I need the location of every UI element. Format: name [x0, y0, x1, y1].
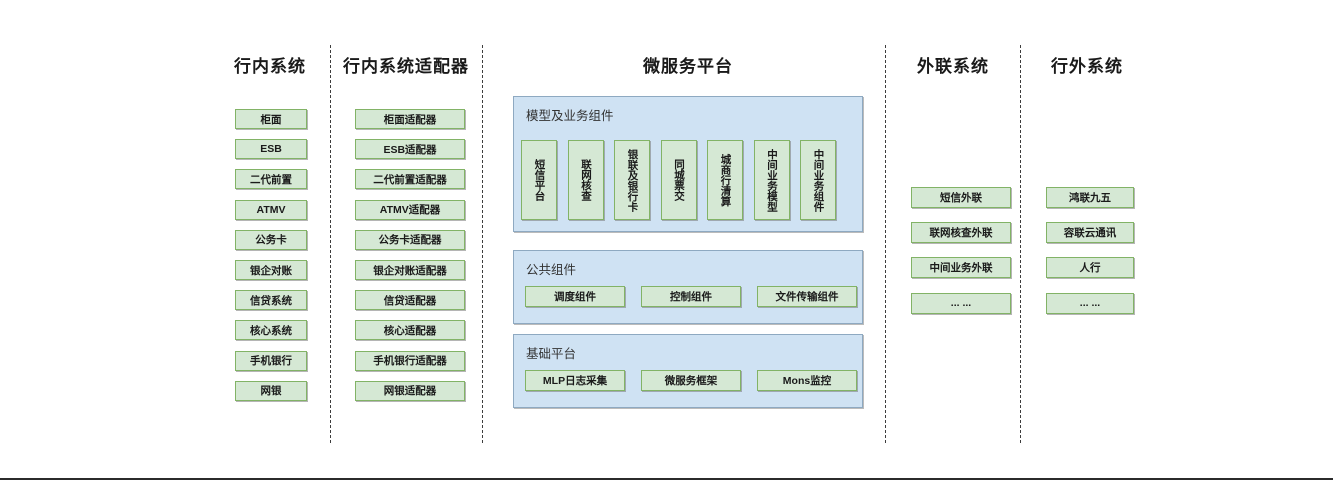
node-inhouse-adapters-4[interactable]: 公务卡适配器 — [355, 229, 465, 250]
node-inhouse-systems-1[interactable]: ESB — [235, 139, 307, 160]
column-divider-1 — [330, 45, 331, 443]
panel-title-base-platform: 基础平台 — [526, 347, 577, 361]
node-inhouse-adapters-8[interactable]: 手机银行适配器 — [355, 350, 465, 371]
node-inhouse-adapters-6[interactable]: 信贷适配器 — [355, 290, 465, 311]
node-inhouse-systems-9[interactable]: 网银 — [235, 380, 307, 401]
node-external-link-systems-0[interactable]: 短信外联 — [911, 187, 1011, 208]
column-divider-4 — [1020, 45, 1021, 443]
column-title-inhouse-adapters: 行内系统适配器 — [343, 57, 469, 76]
node-model-business-components-0[interactable]: 短信平台 — [521, 140, 557, 220]
node-inhouse-adapters-9[interactable]: 网银适配器 — [355, 380, 465, 401]
node-label: 中间业务组件 — [812, 148, 825, 212]
node-public-components-2[interactable]: 文件传输组件 — [757, 286, 857, 307]
node-inhouse-systems-7[interactable]: 核心系统 — [235, 320, 307, 341]
node-outside-bank-systems-2[interactable]: 人行 — [1046, 257, 1134, 279]
node-public-components-0[interactable]: 调度组件 — [525, 286, 625, 307]
node-base-platform-2[interactable]: Mons监控 — [757, 370, 857, 391]
column-title-external-link-systems: 外联系统 — [917, 57, 989, 76]
node-label: 城商行清算 — [719, 153, 732, 207]
node-inhouse-systems-5[interactable]: 银企对账 — [235, 260, 307, 280]
node-external-link-systems-1[interactable]: 联网核查外联 — [911, 222, 1011, 244]
node-inhouse-adapters-5[interactable]: 银企对账适配器 — [355, 260, 465, 280]
node-inhouse-systems-4[interactable]: 公务卡 — [235, 229, 307, 250]
node-label: 联网核查 — [580, 159, 592, 201]
node-model-business-components-3[interactable]: 同城票交 — [660, 140, 697, 220]
node-label: 银联及银行卡 — [626, 148, 639, 212]
node-external-link-systems-3[interactable]: ... ... — [911, 292, 1011, 314]
column-title-outside-bank-systems: 行外系统 — [1051, 57, 1123, 76]
node-inhouse-adapters-1[interactable]: ESB适配器 — [355, 139, 465, 160]
node-model-business-components-4[interactable]: 城商行清算 — [707, 140, 743, 220]
node-label: 短信平台 — [533, 159, 546, 201]
node-inhouse-adapters-0[interactable]: 柜面适配器 — [355, 109, 465, 129]
node-inhouse-systems-6[interactable]: 信贷系统 — [235, 290, 307, 311]
column-divider-2 — [482, 45, 483, 443]
node-model-business-components-1[interactable]: 联网核查 — [567, 140, 604, 220]
node-external-link-systems-2[interactable]: 中间业务外联 — [911, 257, 1011, 279]
node-label: 中间业务模型 — [766, 148, 778, 212]
column-title-inhouse-systems: 行内系统 — [234, 57, 306, 76]
panel-title-model-business-components: 模型及业务组件 — [526, 109, 614, 123]
node-model-business-components-2[interactable]: 银联及银行卡 — [614, 140, 650, 220]
node-inhouse-adapters-3[interactable]: ATMV适配器 — [355, 199, 465, 220]
node-outside-bank-systems-1[interactable]: 容联云通讯 — [1046, 222, 1134, 244]
node-outside-bank-systems-3[interactable]: ... ... — [1046, 292, 1134, 314]
node-inhouse-adapters-7[interactable]: 核心适配器 — [355, 320, 465, 341]
node-outside-bank-systems-0[interactable]: 鸿联九五 — [1046, 187, 1134, 208]
node-inhouse-systems-8[interactable]: 手机银行 — [235, 350, 307, 371]
footer-rule — [0, 478, 1333, 480]
panel-title-public-components: 公共组件 — [526, 263, 577, 277]
column-title-microservice-platform: 微服务平台 — [643, 57, 733, 76]
node-inhouse-systems-3[interactable]: ATMV — [235, 199, 307, 220]
node-inhouse-adapters-2[interactable]: 二代前置适配器 — [355, 169, 465, 190]
node-inhouse-systems-2[interactable]: 二代前置 — [235, 169, 307, 190]
node-inhouse-systems-0[interactable]: 柜面 — [235, 109, 307, 129]
node-model-business-components-6[interactable]: 中间业务组件 — [800, 140, 836, 220]
node-public-components-1[interactable]: 控制组件 — [641, 286, 741, 307]
node-base-platform-0[interactable]: MLP日志采集 — [525, 370, 625, 391]
node-base-platform-1[interactable]: 微服务框架 — [641, 370, 741, 391]
node-model-business-components-5[interactable]: 中间业务模型 — [753, 140, 790, 220]
node-label: 同城票交 — [673, 159, 685, 201]
column-divider-3 — [885, 45, 886, 443]
